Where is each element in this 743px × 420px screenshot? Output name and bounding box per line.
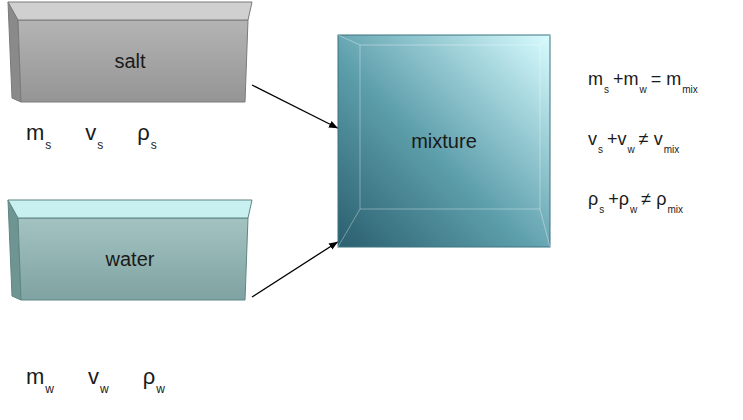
symbol: v	[85, 122, 96, 144]
subscript: w	[100, 383, 109, 395]
arrow-connector	[252, 242, 338, 297]
subscript: w	[628, 145, 635, 155]
symbol: ≠ ρ	[641, 190, 666, 208]
symbol: ρ	[137, 122, 150, 144]
formula-row: vs+vw≠ vmix	[588, 130, 679, 148]
symbol: +m	[613, 70, 639, 88]
material-box: salt	[8, 2, 252, 102]
subscript: w	[45, 383, 54, 395]
symbol: m	[26, 366, 44, 388]
subscript: s	[598, 145, 603, 155]
subscript: w	[630, 205, 637, 215]
symbol: +ρ	[608, 190, 629, 208]
symbol: m	[588, 70, 603, 88]
subscript: s	[151, 139, 157, 151]
node-label: water	[106, 247, 155, 271]
material-box: water	[8, 200, 252, 300]
subscript: w	[156, 383, 165, 395]
symbol: = m	[651, 70, 682, 88]
symbol: +v	[607, 130, 627, 148]
symbol: ρ	[143, 366, 156, 388]
node-label: salt	[114, 49, 145, 73]
symbol: ≠ v	[639, 130, 663, 148]
formula-row: mwvwρw	[26, 366, 165, 388]
arrow-connector	[252, 85, 338, 128]
symbol: ρ	[588, 190, 598, 208]
subscript: mix	[667, 205, 683, 215]
formula-row: msvsρs	[26, 122, 157, 144]
subscript: w	[640, 85, 647, 95]
node-label: mixture	[411, 129, 477, 153]
mixture-cube: mixture	[338, 35, 550, 247]
subscript: mix	[664, 145, 680, 155]
formula-row: ρs+ρw≠ ρmix	[588, 190, 683, 208]
subscript: mix	[682, 85, 698, 95]
symbol: v	[88, 366, 99, 388]
subscript: s	[45, 139, 51, 151]
subscript: s	[604, 85, 609, 95]
subscript: s	[97, 139, 103, 151]
symbol: m	[26, 122, 44, 144]
symbol: v	[588, 130, 597, 148]
subscript: s	[599, 205, 604, 215]
formula-row: ms+mw= mmix	[588, 70, 698, 88]
